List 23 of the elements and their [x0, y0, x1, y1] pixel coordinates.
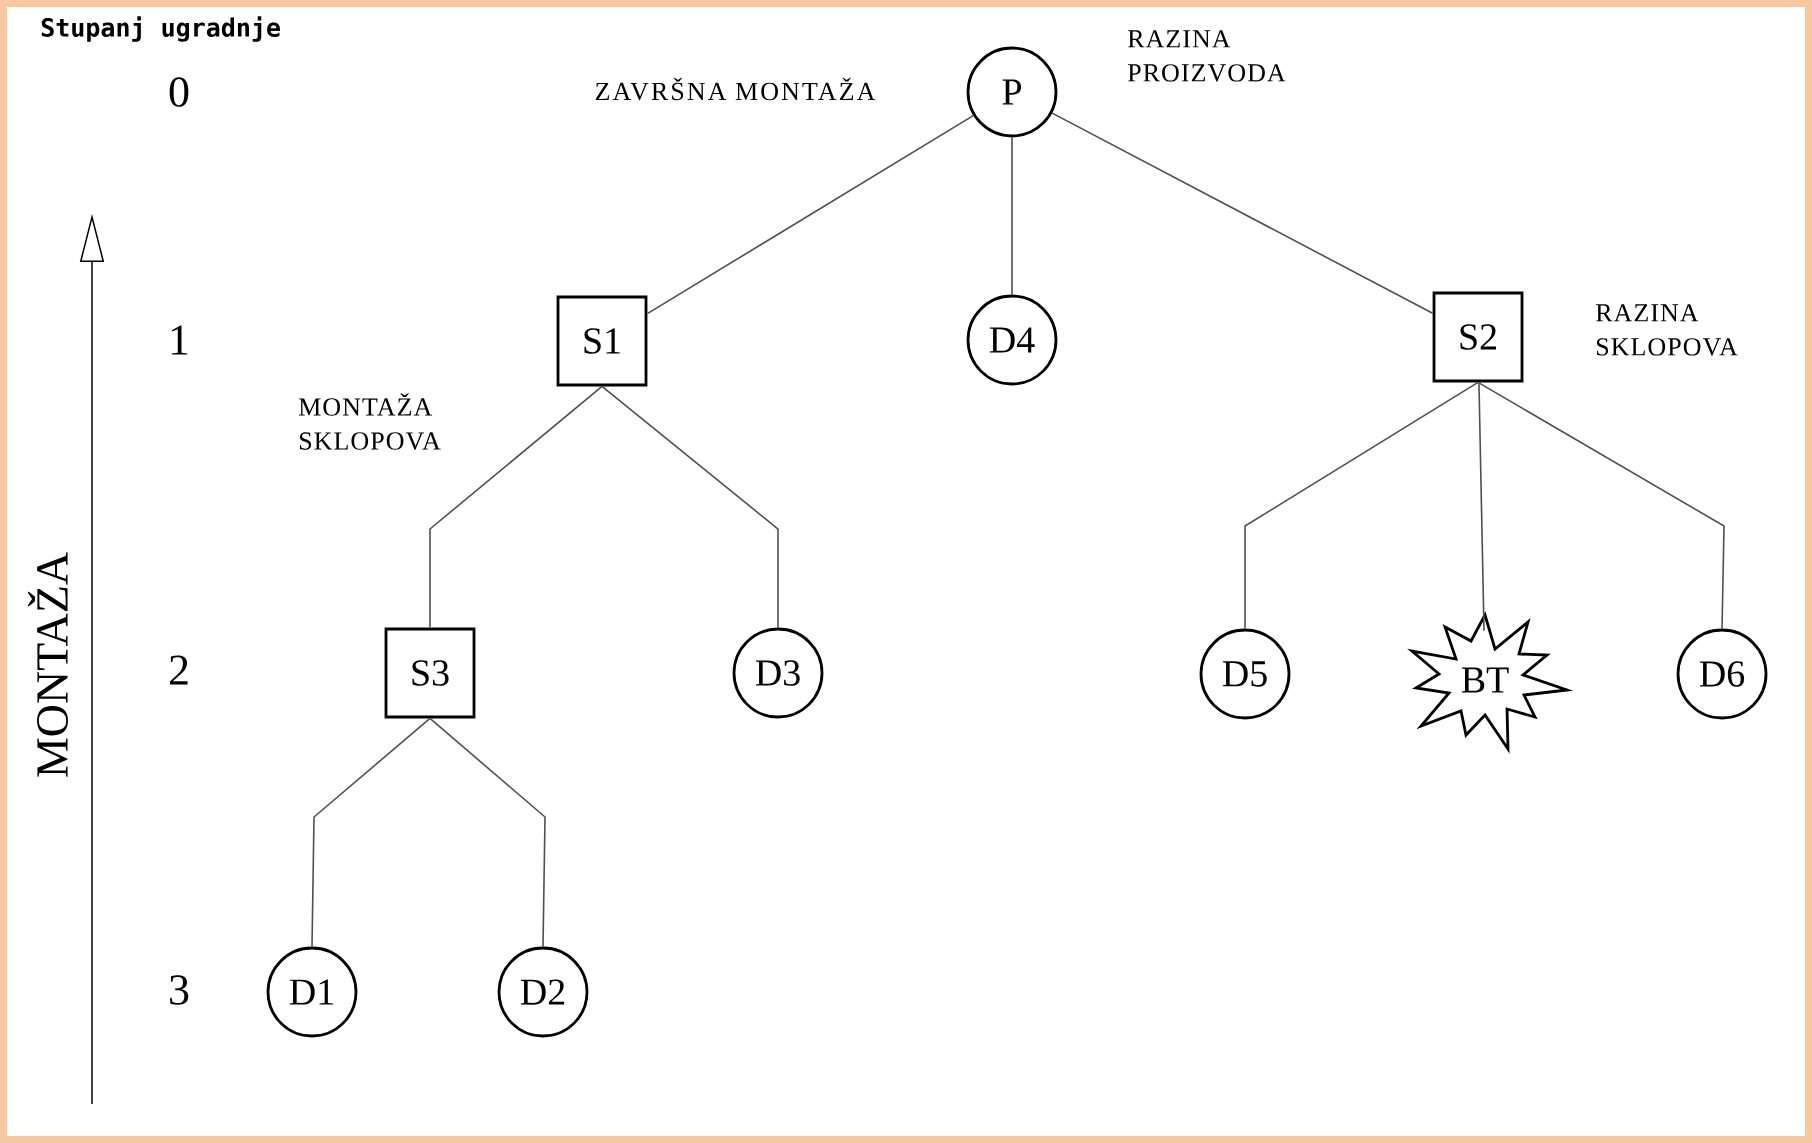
- level-number: 2: [169, 655, 188, 685]
- connector-line: [1011, 136, 1013, 296]
- connector-line: [429, 717, 546, 948]
- assembly-box: S1: [556, 295, 648, 387]
- connector-line: [1478, 381, 1485, 632]
- connector-line: [311, 717, 431, 948]
- level-label: RAZINA SKLOPOVA: [1595, 304, 1738, 356]
- connector-line: [601, 385, 779, 629]
- connector-line: [1244, 381, 1479, 630]
- connector-line: [646, 114, 974, 315]
- assembly-box: S3: [384, 627, 476, 719]
- connector-line: [1051, 112, 1434, 315]
- level-number: 3: [170, 975, 189, 1005]
- assembly-box: S2: [1432, 291, 1524, 383]
- level-label: ZAVRŠNA MONTAŽA: [595, 77, 876, 101]
- level-number: 0: [169, 77, 189, 107]
- connector-line: [429, 385, 603, 629]
- axis-title: Stupanj ugradnje: [41, 16, 280, 42]
- connector-line: [1477, 381, 1725, 630]
- level-label: RAZINA PROIZVODA: [1127, 30, 1286, 82]
- level-number: 1: [171, 325, 188, 355]
- axis-label: MONTAŽA: [28, 552, 68, 777]
- level-label: MONTAŽA SKLOPOVA: [298, 393, 441, 450]
